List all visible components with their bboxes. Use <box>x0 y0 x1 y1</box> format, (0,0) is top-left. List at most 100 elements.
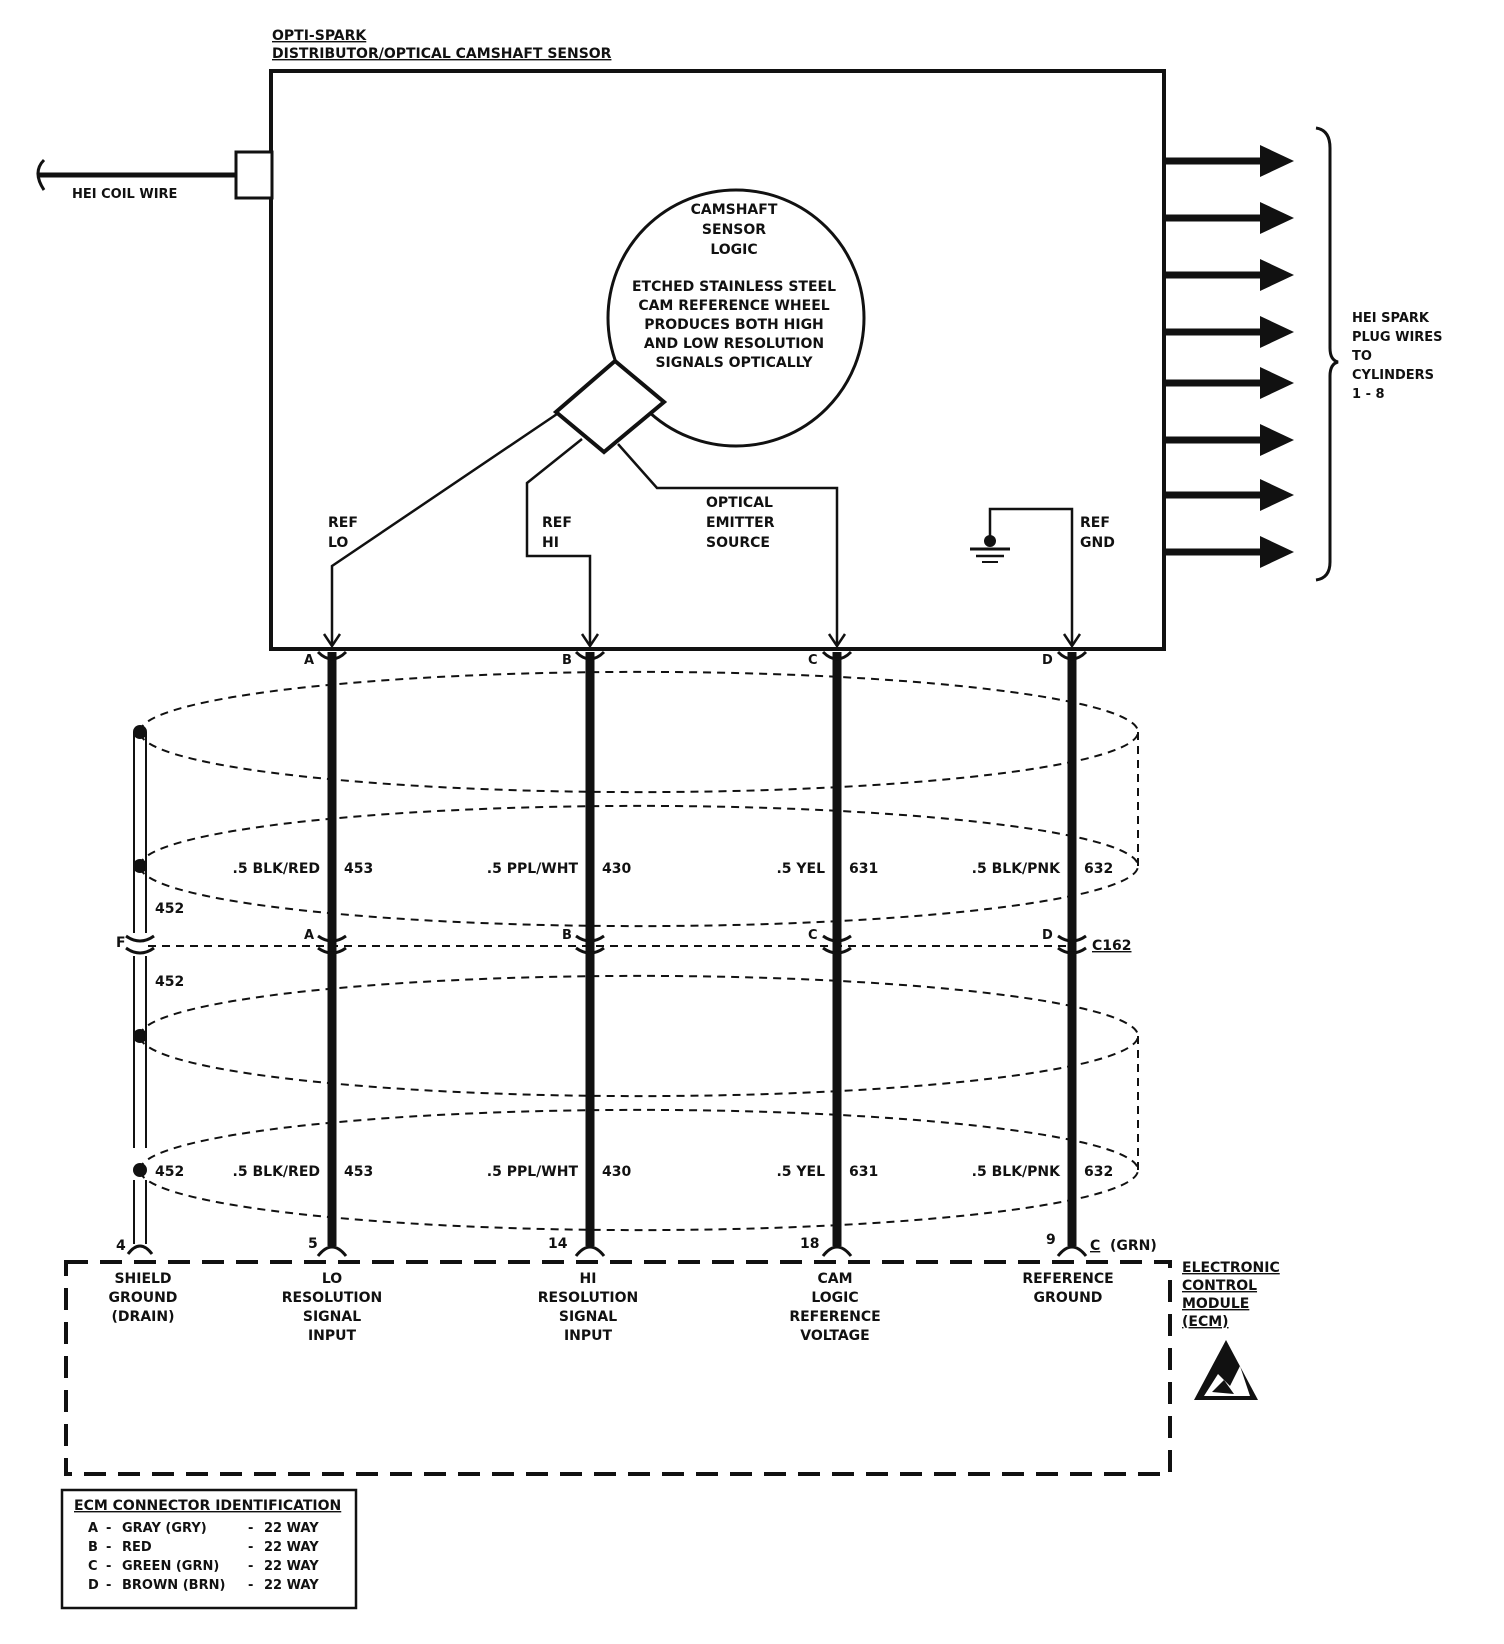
optical-sensor <box>552 358 668 455</box>
ecm-title-line: CONTROL <box>1182 1278 1257 1294</box>
ecm-connector-letter: C <box>1090 1238 1100 1254</box>
shield-top-ellipse-upper <box>139 670 1140 794</box>
spark-label-line: PLUG WIRES <box>1352 330 1443 345</box>
spark-output-arrow <box>1164 536 1294 568</box>
wire-a-color-bottom: .5 BLK/RED <box>233 1164 320 1180</box>
shield-bottom <box>139 974 1140 1232</box>
arrowhead <box>580 633 600 649</box>
legend-name: GREEN (GRN) <box>122 1559 219 1574</box>
cam-ecm-label: REFERENCE <box>789 1309 880 1325</box>
lo-ecm-label: SIGNAL <box>303 1309 361 1325</box>
camshaft-text: CAMSHAFT SENSOR LOGIC ETCHED STAINLESS S… <box>632 202 836 371</box>
distributor-box <box>269 69 1166 651</box>
terminal <box>316 1245 348 1257</box>
terminal <box>1056 650 1088 661</box>
splice-dot <box>133 1163 147 1177</box>
wire-a-color-top: .5 BLK/RED <box>233 861 320 877</box>
terminal <box>822 934 852 943</box>
arrowhead <box>322 633 342 649</box>
ecm-pin-labels: SHIELD GROUND (DRAIN) LO RESOLUTION SIGN… <box>109 1271 1114 1344</box>
top-pin-a: A <box>304 653 314 668</box>
legend-name: BROWN (BRN) <box>122 1578 225 1593</box>
wire-c-color-top: .5 YEL <box>776 861 825 877</box>
ecm-terminals <box>316 1245 1088 1257</box>
splice-dot <box>133 859 147 873</box>
optical-label: EMITTER <box>706 515 775 531</box>
shield-ecm-label: GROUND <box>109 1290 178 1306</box>
legend-size: 22 WAY <box>264 1521 319 1536</box>
top-pin-d: D <box>1042 653 1053 668</box>
wire-c-color-bottom: .5 YEL <box>776 1164 825 1180</box>
mid-pin-a: A <box>304 928 314 943</box>
shield-top <box>139 670 1140 928</box>
shield-mid-pin: F <box>116 935 126 951</box>
spark-output-arrow <box>1164 202 1294 234</box>
shield-circuit-label: 452 <box>155 974 184 990</box>
ecm-connector-color: (GRN) <box>1110 1238 1157 1254</box>
ref-lo-wire <box>330 412 558 646</box>
terminal <box>574 1245 606 1257</box>
c162-terminals <box>317 934 1087 955</box>
ref-hi-label: HI <box>542 535 559 551</box>
cam-text-line: SENSOR <box>702 222 766 238</box>
terminal <box>821 1245 853 1257</box>
shield-ecm-terminal <box>126 1244 154 1255</box>
cam-text-line: AND LOW RESOLUTION <box>644 336 824 352</box>
ground-icon <box>970 535 1010 563</box>
shield-ecm-label: SHIELD <box>114 1271 171 1287</box>
spark-output-arrow <box>1164 424 1294 456</box>
hei-coil-wire-label: HEI COIL WIRE <box>72 187 177 202</box>
title-line-1: OPTI-SPARK <box>272 28 367 44</box>
spark-plug-label: HEI SPARK PLUG WIRES TO CYLINDERS 1 - 8 <box>1352 311 1443 402</box>
optical-label: OPTICAL <box>706 495 773 511</box>
terminal <box>574 650 606 661</box>
title-line-2: DISTRIBUTOR/OPTICAL CAMSHAFT SENSOR <box>272 46 612 62</box>
lo-ecm-label: INPUT <box>308 1328 357 1344</box>
spark-label-line: CYLINDERS <box>1352 368 1434 383</box>
camshaft-sensor-circle <box>606 188 866 448</box>
terminal <box>1056 1245 1088 1257</box>
legend-name: GRAY (GRY) <box>122 1521 207 1536</box>
legend-dash: - <box>106 1559 111 1574</box>
ecm-box <box>64 1260 1172 1476</box>
cam-ecm-label: LOGIC <box>811 1290 858 1306</box>
hi-ecm-label: RESOLUTION <box>538 1290 639 1306</box>
legend-title: ECM CONNECTOR IDENTIFICATION <box>74 1498 341 1514</box>
spark-output-arrow <box>1164 145 1294 177</box>
arrowhead <box>1062 633 1082 649</box>
terminal <box>317 934 347 943</box>
cam-ecm-label: CAM <box>817 1271 852 1287</box>
ecm-pin-14: 14 <box>548 1236 568 1252</box>
mid-pin-d: D <box>1042 928 1053 943</box>
ref-gnd-label: GND <box>1080 535 1115 551</box>
wire-b-circuit-top: 430 <box>602 861 631 877</box>
gnd-ecm-label: REFERENCE <box>1022 1271 1113 1287</box>
legend-size: 22 WAY <box>264 1559 319 1574</box>
wire-d-circuit-bottom: 632 <box>1084 1164 1113 1180</box>
shield-top-ellipse-lower <box>139 804 1140 928</box>
ecm-title-line: (ECM) <box>1182 1314 1229 1330</box>
ecm-pin-5: 5 <box>308 1236 318 1252</box>
ref-lo-label: REF <box>328 515 358 531</box>
ref-hi-label: REF <box>542 515 572 531</box>
shield-circuit-label: 452 <box>155 1164 184 1180</box>
coil-wire-end <box>36 158 46 191</box>
lo-ecm-label: LO <box>322 1271 342 1287</box>
shield-circuit-label: 452 <box>155 901 184 917</box>
shield-bottom-ellipse-lower <box>139 1108 1140 1232</box>
splice-dot <box>133 1029 147 1043</box>
ref-gnd-wire <box>988 507 1074 646</box>
cam-text-line: SIGNALS OPTICALLY <box>655 355 813 371</box>
legend-name: RED <box>122 1540 152 1555</box>
wire-c-circuit-bottom: 631 <box>849 1164 878 1180</box>
esd-warning-icon <box>1194 1340 1258 1400</box>
cam-text-line: CAMSHAFT <box>691 202 778 218</box>
hi-ecm-label: INPUT <box>564 1328 613 1344</box>
spark-plug-outputs <box>1164 145 1294 568</box>
ecm-title: ELECTRONIC CONTROL MODULE (ECM) <box>1182 1260 1280 1330</box>
wire-b-color-bottom: .5 PPL/WHT <box>487 1164 579 1180</box>
wire-b-color-top: .5 PPL/WHT <box>487 861 579 877</box>
ecm-pin-18: 18 <box>800 1236 819 1252</box>
mid-pin-b: B <box>562 928 572 943</box>
top-pin-b: B <box>562 653 572 668</box>
